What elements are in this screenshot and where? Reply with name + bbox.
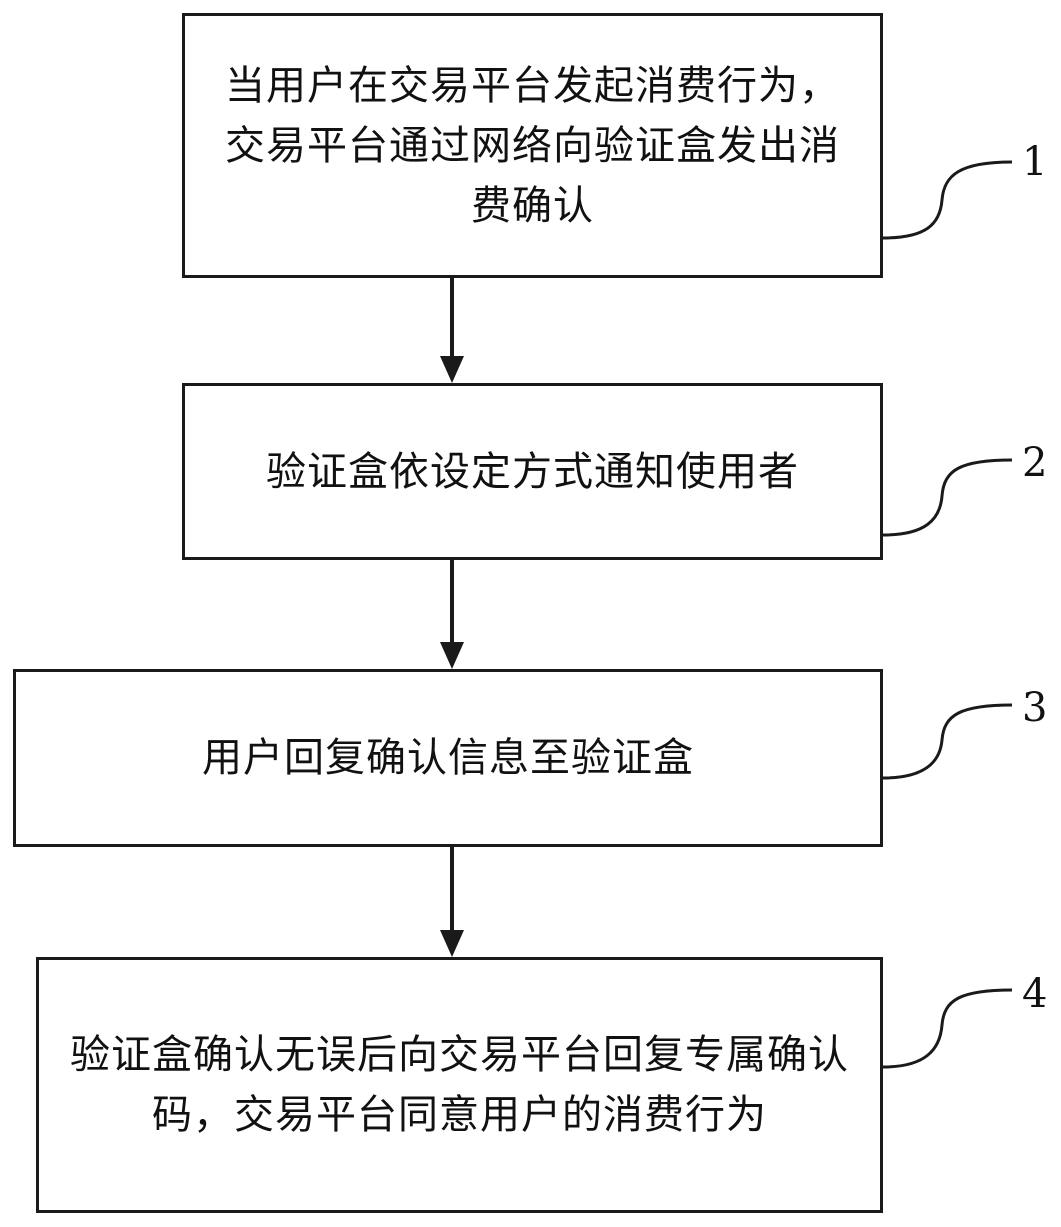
step-box-1: 当用户在交易平台发起消费行为，交易平台通过网络向验证盒发出消费确认 <box>182 13 883 278</box>
leader-curve-1 <box>882 160 1013 240</box>
step-text-2: 验证盒依设定方式通知使用者 <box>266 448 799 495</box>
arrow-step3-to-step4 <box>440 847 464 957</box>
step-number-1: 1 <box>1022 139 1048 185</box>
step-number-3: 3 <box>1022 685 1048 731</box>
step-number-2: 2 <box>1022 440 1048 486</box>
step-box-4: 验证盒确认无误后向交易平台回复专属确认码，交易平台同意用户的消费行为 <box>36 957 883 1213</box>
step-box-2: 验证盒依设定方式通知使用者 <box>182 383 883 560</box>
leader-curve-4 <box>882 988 1013 1069</box>
arrow-step1-to-step2 <box>440 278 464 383</box>
leader-curve-3 <box>882 703 1013 780</box>
arrow-step2-to-step3 <box>440 560 464 669</box>
step-text-4: 验证盒确认无误后向交易平台回复专属确认码，交易平台同意用户的消费行为 <box>70 1032 849 1138</box>
step-text-1: 当用户在交易平台发起消费行为，交易平台通过网络向验证盒发出消费确认 <box>225 62 840 229</box>
step-number-4: 4 <box>1022 971 1048 1017</box>
leader-curve-2 <box>882 458 1013 537</box>
step-box-3: 用户回复确认信息至验证盒 <box>13 669 883 847</box>
step-text-3: 用户回复确认信息至验证盒 <box>202 735 694 781</box>
